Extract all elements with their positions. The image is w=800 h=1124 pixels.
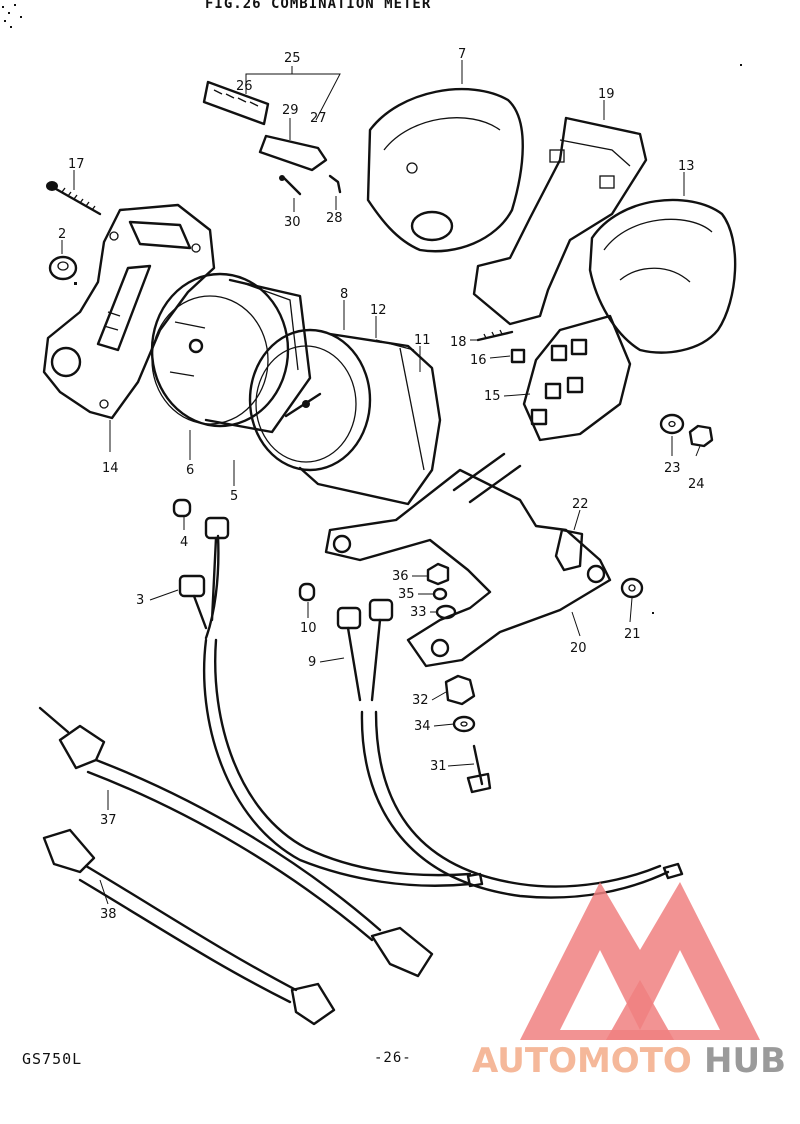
part-19-bracket [472, 116, 648, 326]
part-38-cable [42, 828, 336, 1026]
callout-leaders [61, 60, 701, 905]
callout-6: 6 [186, 463, 194, 478]
part-12-speedometer [248, 328, 442, 506]
callout-11: 11 [414, 333, 431, 348]
watermark-text-b: HUB [704, 1041, 786, 1081]
callout-9: 9 [308, 655, 316, 670]
watermark-logo: AUTOMOTO HUB [472, 882, 786, 1081]
callout-27: 27 [310, 111, 327, 126]
callout-16: 16 [470, 353, 487, 368]
callout-20: 20 [570, 641, 587, 656]
callout-18: 18 [450, 335, 467, 350]
part-9-socket-cord [336, 598, 684, 899]
part-20-bracket [324, 452, 612, 668]
callout-36: 36 [392, 569, 409, 584]
part-25-switch-assy [202, 80, 342, 196]
part-16-18-small-parts [476, 329, 526, 364]
part-33-35-36-fasteners [426, 562, 457, 620]
part-23-24-washer-nut [659, 413, 714, 448]
part-13-cover [588, 198, 737, 354]
callout-22: 22 [572, 497, 589, 512]
part-3-socket-cord [178, 516, 484, 888]
part-4-10-bulbs [172, 498, 316, 602]
part-17-bolt [46, 181, 102, 216]
watermark-text-a: AUTOMOTO [472, 1041, 692, 1081]
callout-4: 4 [180, 535, 188, 550]
callout-35: 35 [398, 587, 415, 602]
callout-5: 5 [230, 489, 238, 504]
callout-15: 15 [484, 389, 501, 404]
callout-3: 3 [136, 593, 144, 608]
callout-2: 2 [58, 227, 66, 242]
callout-23: 23 [664, 461, 681, 476]
part-15-socket-assy [522, 314, 632, 442]
callout-13: 13 [678, 159, 695, 174]
part-7-cover [366, 87, 524, 253]
model-code: GS750L [22, 1050, 83, 1068]
callout-12: 12 [370, 303, 387, 318]
callout-37: 37 [100, 813, 117, 828]
callout-17: 17 [68, 157, 85, 172]
part-2-grommet [48, 255, 78, 281]
part-31-32-34-mount [444, 674, 492, 794]
callout-34: 34 [414, 719, 431, 734]
callout-32: 32 [412, 693, 429, 708]
callout-7: 7 [458, 47, 466, 62]
callout-30: 30 [284, 215, 301, 230]
callout-14: 14 [102, 461, 119, 476]
figure-title: FIG.26 COMBINATION METER [205, 0, 432, 12]
callout-10: 10 [300, 621, 317, 636]
callout-24: 24 [688, 477, 705, 492]
scan-noise [2, 4, 742, 614]
part-6-tachometer [150, 272, 312, 434]
callout-31: 31 [430, 759, 447, 774]
callout-21: 21 [624, 627, 641, 642]
callout-numbers: 17 2 14 6 5 4 3 7 19 13 8 12 11 18 16 15… [58, 47, 705, 922]
callout-25: 25 [284, 51, 301, 66]
page-number: -26- [374, 1050, 412, 1066]
callout-8: 8 [340, 287, 348, 302]
callout-28: 28 [326, 211, 343, 226]
part-37-cable [38, 706, 434, 978]
callout-19: 19 [598, 87, 615, 102]
callout-26: 26 [236, 79, 253, 94]
part-14-indicator-case [42, 203, 216, 420]
callout-33: 33 [410, 605, 427, 620]
callout-29: 29 [282, 103, 299, 118]
part-22-21-clamp-washer [554, 528, 644, 599]
callout-38: 38 [100, 907, 117, 922]
